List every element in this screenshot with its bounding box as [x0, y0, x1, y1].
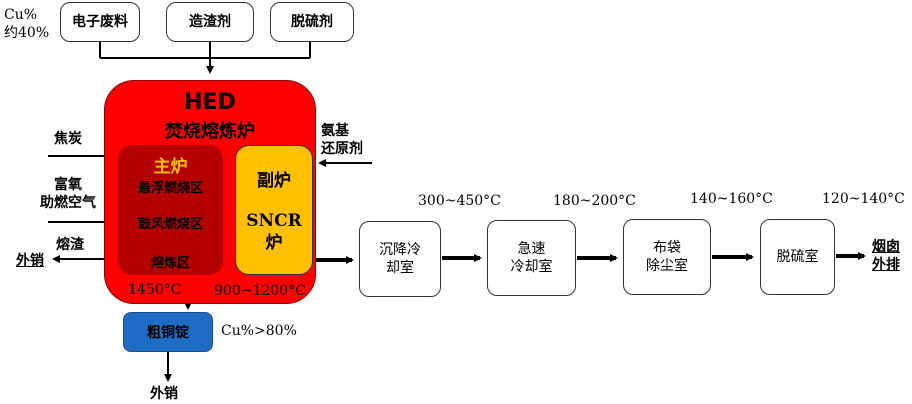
- main-furnace: [118, 145, 223, 275]
- zone-blast-combustion: 鼓风燃烧区: [137, 217, 203, 232]
- temp-label-2: 180~200°C: [553, 193, 636, 209]
- slag-sale-label: 外销: [16, 253, 44, 269]
- sncr-furnace-label: SNCR 炉: [246, 211, 302, 253]
- hed-title: HED: [184, 90, 236, 115]
- coke-label: 焦炭: [54, 131, 82, 147]
- temp-label-4: 120~140°C: [822, 191, 905, 207]
- zone-smelting: 熔炼区: [150, 256, 190, 271]
- desulfurizer-box: 脱硫剂: [270, 2, 354, 42]
- settling-cooling-chamber: 沉降冷 却室: [359, 221, 441, 297]
- main-furnace-temp: 1450°C: [128, 282, 182, 298]
- input-bracket: [99, 42, 311, 74]
- blister-sale-label: 外销: [150, 386, 178, 402]
- sub-furnace: [235, 145, 313, 275]
- temp-label-3: 140~160°C: [690, 191, 773, 207]
- baghouse-chamber: 布袋 除尘室: [623, 219, 711, 295]
- rapid-cooling-chamber: 急速 冷却室: [487, 220, 576, 296]
- chimney-exhaust-label: 烟囱 外排: [872, 239, 900, 273]
- hed-subtitle: 焚烧熔炼炉: [165, 121, 255, 142]
- main-furnace-title: 主炉: [153, 157, 188, 177]
- cu-content-note: Cu% 约40%: [4, 7, 50, 41]
- electronic-waste-box: 电子废料: [60, 2, 140, 42]
- sub-furnace-temp: 900~1200°C: [214, 283, 306, 299]
- desulfurization-chamber: 脱硫室: [760, 219, 835, 295]
- zone-suspension-combustion: 悬浮燃烧区: [137, 181, 203, 196]
- blister-cu-content: Cu%>80%: [221, 323, 297, 339]
- temp-label-1: 300~450°C: [418, 193, 501, 209]
- ammonia-reductant-label: 氨基 还原剂: [321, 123, 363, 157]
- slag-agent-box: 造渣剂: [166, 2, 254, 42]
- oxygen-air-label: 富氧 助燃空气: [40, 177, 96, 211]
- blister-copper-box: 粗铜锭: [123, 312, 213, 352]
- slag-label: 熔渣: [56, 237, 84, 253]
- sub-furnace-title: 副炉: [257, 171, 291, 191]
